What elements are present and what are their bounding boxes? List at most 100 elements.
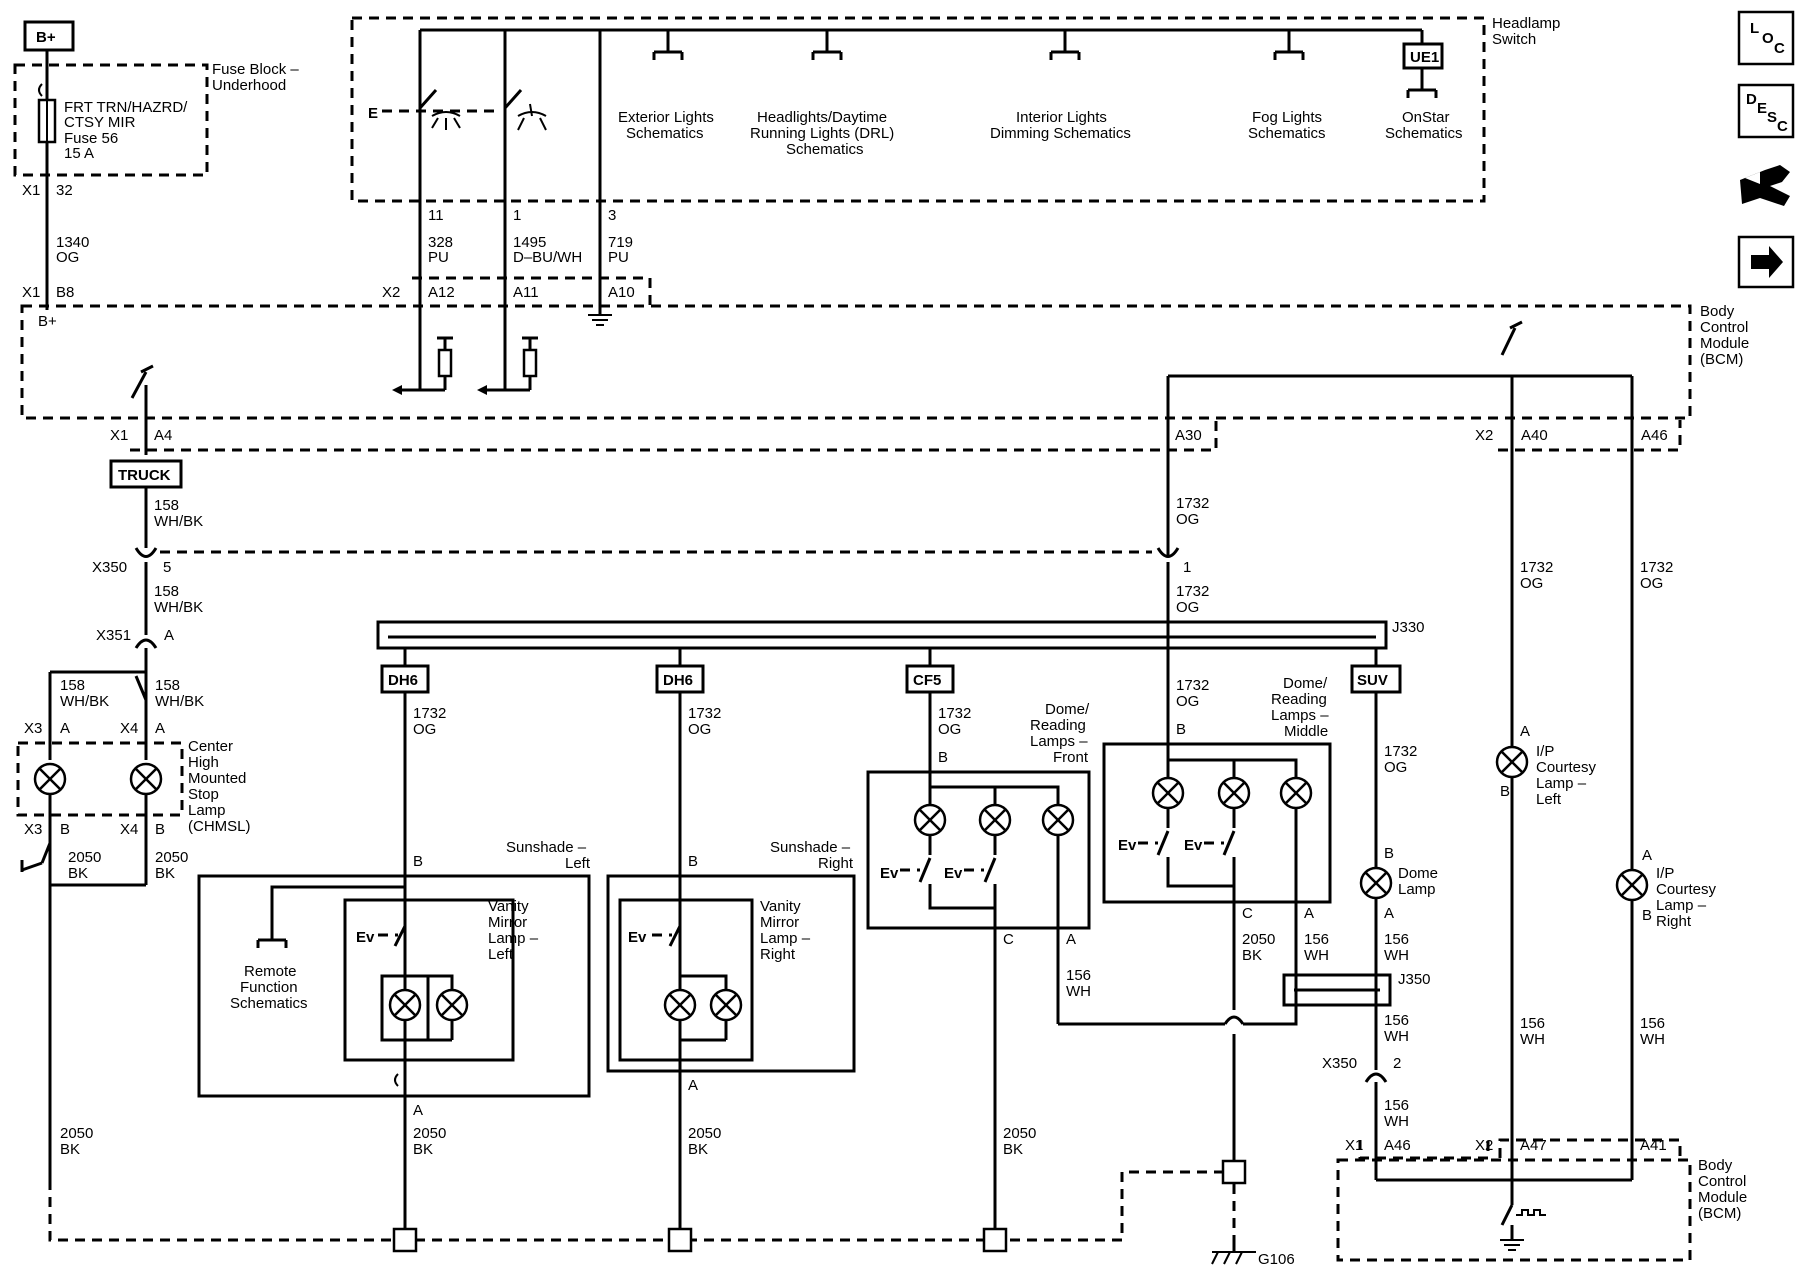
svg-text:X1: X1 xyxy=(22,284,40,301)
svg-text:Dome/: Dome/ xyxy=(1045,701,1090,718)
svg-text:1732: 1732 xyxy=(1176,495,1209,512)
dome-reading-lamps-front: Dome/ Reading Lamps – Front Ev Ev xyxy=(866,701,1091,1240)
svg-text:Mirror: Mirror xyxy=(488,914,527,931)
svg-text:11: 11 xyxy=(428,207,444,224)
svg-text:B: B xyxy=(1384,845,1394,862)
svg-text:D: D xyxy=(1746,91,1757,108)
svg-text:156: 156 xyxy=(1384,1097,1409,1114)
svg-text:156: 156 xyxy=(1066,967,1091,984)
svg-text:WH/BK: WH/BK xyxy=(60,693,109,710)
ground-symbol xyxy=(588,314,612,326)
svg-text:A: A xyxy=(60,720,70,737)
svg-text:Lamp –: Lamp – xyxy=(1536,775,1587,792)
svg-text:WH: WH xyxy=(1384,1113,1409,1130)
svg-text:158: 158 xyxy=(154,583,179,600)
svg-text:Switch: Switch xyxy=(1492,31,1536,48)
svg-text:Ev: Ev xyxy=(944,865,963,882)
svg-text:OG: OG xyxy=(688,721,711,738)
svg-text:X1: X1 xyxy=(110,427,128,444)
svg-text:156: 156 xyxy=(1384,931,1409,948)
svg-text:156: 156 xyxy=(1640,1015,1665,1032)
svg-text:BK: BK xyxy=(68,865,88,882)
svg-text:B: B xyxy=(1500,783,1510,800)
body-control-module-top xyxy=(20,304,1692,420)
ref-onstar[interactable]: OnStar xyxy=(1402,109,1450,126)
ref-remote-function[interactable]: Remote xyxy=(244,963,297,980)
next-arrow-button[interactable] xyxy=(1737,235,1795,289)
svg-text:Middle: Middle xyxy=(1284,723,1328,740)
svg-text:15 A: 15 A xyxy=(64,145,94,162)
svg-text:OG: OG xyxy=(1520,575,1543,592)
svg-text:DH6: DH6 xyxy=(388,672,418,689)
svg-text:CTSY MIR: CTSY MIR xyxy=(64,114,136,131)
ref-interior-lights-dimming[interactable]: Interior Lights xyxy=(1016,109,1107,126)
vanity-mirror-lamp-right xyxy=(618,898,754,1062)
svg-text:1: 1 xyxy=(1183,559,1191,576)
svg-text:158: 158 xyxy=(155,677,180,694)
svg-text:A: A xyxy=(1066,931,1076,948)
ip-courtesy-lamp-right-icon xyxy=(1615,868,1649,902)
fuse-label: FRT TRN/HAZRD/ xyxy=(64,99,188,116)
svg-text:(BCM): (BCM) xyxy=(1698,1205,1741,1222)
svg-text:156: 156 xyxy=(1384,1012,1409,1029)
ref-headlights-drl[interactable]: Headlights/Daytime xyxy=(757,109,887,126)
svg-text:Lamp –: Lamp – xyxy=(488,930,539,947)
svg-text:Right: Right xyxy=(1656,913,1692,930)
svg-text:OG: OG xyxy=(1384,759,1407,776)
svg-text:BK: BK xyxy=(1242,947,1262,964)
desc-nav-button[interactable]: D E S C xyxy=(1737,83,1795,139)
svg-text:B+: B+ xyxy=(38,313,57,330)
svg-text:156: 156 xyxy=(1304,931,1329,948)
svg-text:Lamp: Lamp xyxy=(188,802,226,819)
svg-text:OG: OG xyxy=(938,721,961,738)
ref-fog-lights[interactable]: Fog Lights xyxy=(1252,109,1322,126)
svg-text:A40: A40 xyxy=(1521,427,1548,444)
svg-text:X2: X2 xyxy=(1475,1137,1493,1154)
svg-text:WH: WH xyxy=(1304,947,1329,964)
svg-text:A: A xyxy=(155,720,165,737)
loc-nav-button[interactable]: L O C xyxy=(1737,10,1795,66)
svg-text:A47: A47 xyxy=(1520,1137,1547,1154)
svg-text:X1: X1 xyxy=(1345,1137,1363,1154)
svg-text:Courtesy: Courtesy xyxy=(1536,759,1597,776)
svg-text:PU: PU xyxy=(428,249,449,266)
svg-text:Courtesy: Courtesy xyxy=(1656,881,1717,898)
svg-text:B: B xyxy=(155,821,165,838)
svg-text:C: C xyxy=(1774,40,1785,57)
ref-exterior-lights[interactable]: Exterior Lights xyxy=(618,109,714,126)
svg-text:C: C xyxy=(1777,118,1788,135)
svg-text:Left: Left xyxy=(1536,791,1562,808)
chmsl-label: Center xyxy=(188,738,233,755)
connector-tool-icon[interactable] xyxy=(1740,165,1790,206)
svg-text:A30: A30 xyxy=(1175,427,1202,444)
svg-text:Ev: Ev xyxy=(356,929,375,946)
chmsl-lamp-assembly: 158 WH/BK 158 WH/BK X3 A X4 A X3 B X4 B … xyxy=(16,670,251,1180)
svg-text:L: L xyxy=(1750,20,1759,37)
svg-text:X3: X3 xyxy=(24,821,42,838)
svg-text:Lamps –: Lamps – xyxy=(1030,733,1088,750)
svg-text:Schematics: Schematics xyxy=(1385,125,1463,142)
dome-reading-lamps-middle: Dome/ Reading Lamps – Middle Ev Ev xyxy=(1102,675,1332,1010)
svg-text:B: B xyxy=(938,749,948,766)
svg-text:158: 158 xyxy=(60,677,85,694)
headlamp-switch-label: Headlamp xyxy=(1492,15,1560,32)
svg-text:32: 32 xyxy=(56,182,73,199)
arrow-right-icon xyxy=(1751,246,1783,278)
svg-text:1732: 1732 xyxy=(1384,743,1417,760)
svg-text:3: 3 xyxy=(608,207,616,224)
svg-text:Vanity: Vanity xyxy=(488,898,529,915)
svg-text:B: B xyxy=(688,853,698,870)
bcm-label: Body xyxy=(1700,303,1735,320)
svg-text:Module: Module xyxy=(1700,335,1749,352)
svg-text:D–BU/WH: D–BU/WH xyxy=(513,249,582,266)
svg-text:OG: OG xyxy=(1176,693,1199,710)
ip-courtesy-lamp-left-icon xyxy=(1495,745,1529,779)
svg-text:B: B xyxy=(60,821,70,838)
svg-text:X4: X4 xyxy=(120,720,138,737)
bplus-box: B+ xyxy=(23,20,75,52)
svg-text:PU: PU xyxy=(608,249,629,266)
svg-text:X1: X1 xyxy=(22,182,40,199)
svg-text:B8: B8 xyxy=(56,284,74,301)
svg-text:WH: WH xyxy=(1640,1031,1665,1048)
